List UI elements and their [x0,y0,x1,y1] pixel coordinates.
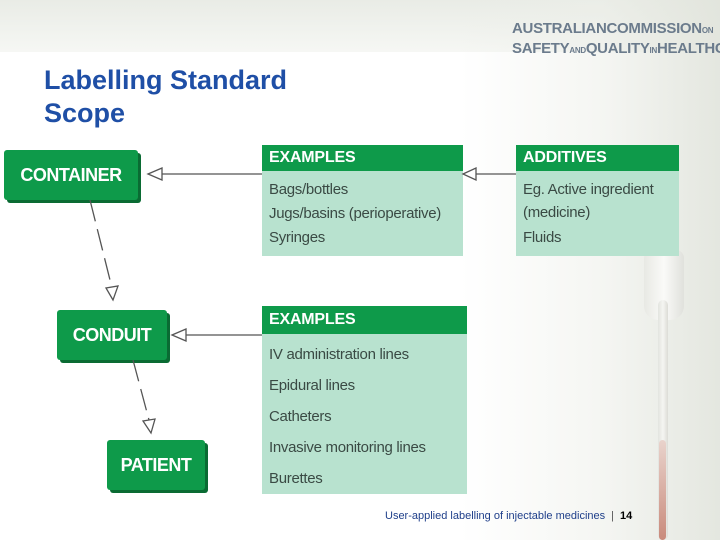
page-title: Labelling Standard Scope [44,65,288,128]
dashed-connector [132,359,150,421]
list-item: Eg. Active ingredient [523,181,654,198]
panel-header: EXAMPLES [262,145,463,171]
list-item: Epidural lines [269,377,355,394]
list-item: Syringes [269,229,325,246]
container-examples-panel: EXAMPLES Bags/bottles Jugs/basins (perio… [262,145,463,256]
dashed-connector [89,199,113,289]
list-item: Catheters [269,408,332,425]
arrowhead [146,167,163,181]
list-item: Burettes [269,470,323,487]
footer-text: User-applied labelling of injectable med… [385,510,606,522]
arrowhead [170,328,187,342]
list-item: Fluids [523,229,562,246]
panel-header: EXAMPLES [262,306,467,334]
conduit-box: CONDUIT [57,310,167,360]
list-item: Bags/bottles [269,181,348,198]
acsqhc-logo: AUSTRALIANCOMMISSIONON SAFETYANDQUALITYI… [512,20,720,57]
arrowhead [141,418,156,435]
container-box: CONTAINER [4,150,138,200]
blood-line-image [659,440,666,540]
conduit-examples-panel: EXAMPLES IV administration lines Epidura… [262,306,467,494]
list-item: IV administration lines [269,346,409,363]
arrowhead [104,285,119,302]
list-item: Invasive monitoring lines [269,439,426,456]
footer: User-applied labelling of injectable med… [385,510,632,522]
panel-header: ADDITIVES [516,145,679,171]
additives-panel: ADDITIVES Eg. Active ingredient (medicin… [516,145,679,256]
arrowhead [461,166,477,182]
iv-tube-image [658,300,668,540]
list-item: Jugs/basins (perioperative) [269,205,441,222]
list-item: (medicine) [523,204,591,221]
page-number: 14 [619,510,633,522]
footer-separator: | [611,510,614,522]
patient-box: PATIENT [107,440,205,490]
